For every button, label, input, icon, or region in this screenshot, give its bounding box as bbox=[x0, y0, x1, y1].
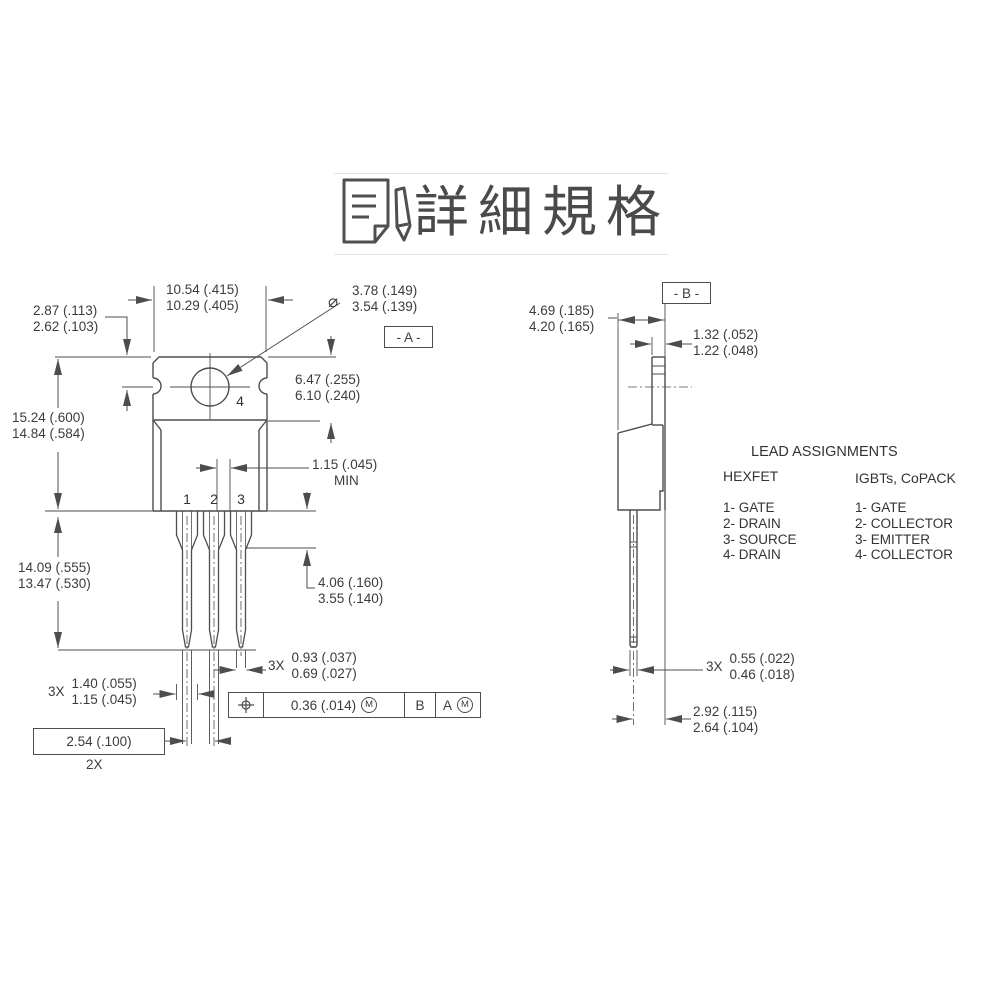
dim-body-depth: 4.69 (.185)4.20 (.165) bbox=[529, 303, 595, 334]
mmc-modifier-icon: M bbox=[361, 697, 378, 713]
datum-b-label: - B - bbox=[662, 282, 711, 304]
dim-tab-width: 10.54 (.415)10.29 (.405) bbox=[166, 282, 239, 313]
lead-assignments-col2-header: IGBTs, CoPACK bbox=[855, 470, 956, 486]
dim-lead-pitch-qty: 2X bbox=[86, 757, 103, 772]
dim-tab-thickness: 1.32 (.052)1.22 (.048) bbox=[693, 327, 759, 358]
pin-label-3: 3 bbox=[237, 491, 245, 507]
dim-lead-tip-width: 3X 0.93 (.037)0.69 (.027) bbox=[268, 650, 357, 681]
header-rule-bottom bbox=[334, 254, 668, 255]
dim-body-height: 15.24 (.600)14.84 (.584) bbox=[10, 410, 87, 441]
datum-ref-a: A bbox=[442, 697, 452, 713]
pin-label-4: 4 bbox=[236, 393, 244, 409]
list-item: 4- DRAIN bbox=[723, 547, 781, 563]
list-item: 3- EMITTER bbox=[855, 531, 931, 547]
page-header: 詳細規格 bbox=[336, 176, 670, 248]
list-item: 2- COLLECTOR bbox=[855, 515, 954, 531]
dim-lead-pitch-box: 2.54 (.100) bbox=[33, 728, 165, 755]
dim-hole-offset: 2.87 (.113)2.62 (.103) bbox=[33, 303, 99, 334]
dim-lead-offset: 2.92 (.115)2.64 (.104) bbox=[693, 704, 759, 735]
document-pencil-icon bbox=[336, 176, 414, 248]
diameter-symbol: ⌀ bbox=[328, 292, 339, 311]
dim-lead-thickness: 3X 0.55 (.022)0.46 (.018) bbox=[706, 651, 795, 682]
dim-shoulder-length: 4.06 (.160)3.55 (.140) bbox=[318, 575, 384, 606]
list-item: 1- GATE bbox=[855, 500, 907, 515]
position-tolerance-icon bbox=[229, 693, 263, 717]
datum-a-label: - A - bbox=[384, 326, 433, 348]
tolerance-value: 0.36 (.014) bbox=[290, 697, 357, 713]
list-item: 3- SOURCE bbox=[723, 531, 797, 547]
lead-assignments-col2-items: 1- GATE 2- COLLECTOR 3- EMITTER 4- COLLE… bbox=[855, 500, 953, 563]
lead-assignments-col1-items: 1- GATE 2- DRAIN 3- SOURCE 4- DRAIN bbox=[723, 500, 797, 563]
pin-label-2: 2 bbox=[210, 491, 218, 507]
page-title: 詳細規格 bbox=[414, 180, 671, 243]
dim-hole-diameter: 3.78 (.149)3.54 (.139) bbox=[352, 283, 418, 314]
mmc-modifier-icon: M bbox=[457, 697, 473, 713]
pin-label-1: 1 bbox=[183, 491, 191, 507]
dim-lead-gap: 1.15 (.045) MIN bbox=[312, 457, 378, 488]
list-item: 1- GATE bbox=[723, 500, 775, 515]
position-tolerance-frame: 0.36 (.014) M B A M bbox=[228, 692, 481, 718]
lead-assignments-col1-header: HEXFET bbox=[723, 468, 779, 484]
header-rule-top bbox=[334, 173, 668, 174]
dim-tab-height: 6.47 (.255)6.10 (.240) bbox=[295, 372, 361, 403]
dim-lead-length: 14.09 (.555)13.47 (.530) bbox=[16, 560, 93, 591]
dim-lead-width: 3X 1.40 (.055)1.15 (.045) bbox=[48, 676, 137, 707]
list-item: 4- COLLECTOR bbox=[855, 547, 954, 563]
front-view-outline bbox=[45, 286, 341, 748]
side-view-outline bbox=[608, 303, 703, 725]
datum-ref-b: B bbox=[404, 693, 435, 717]
lead-assignments-title: LEAD ASSIGNMENTS bbox=[751, 444, 898, 460]
list-item: 2- DRAIN bbox=[723, 515, 781, 531]
